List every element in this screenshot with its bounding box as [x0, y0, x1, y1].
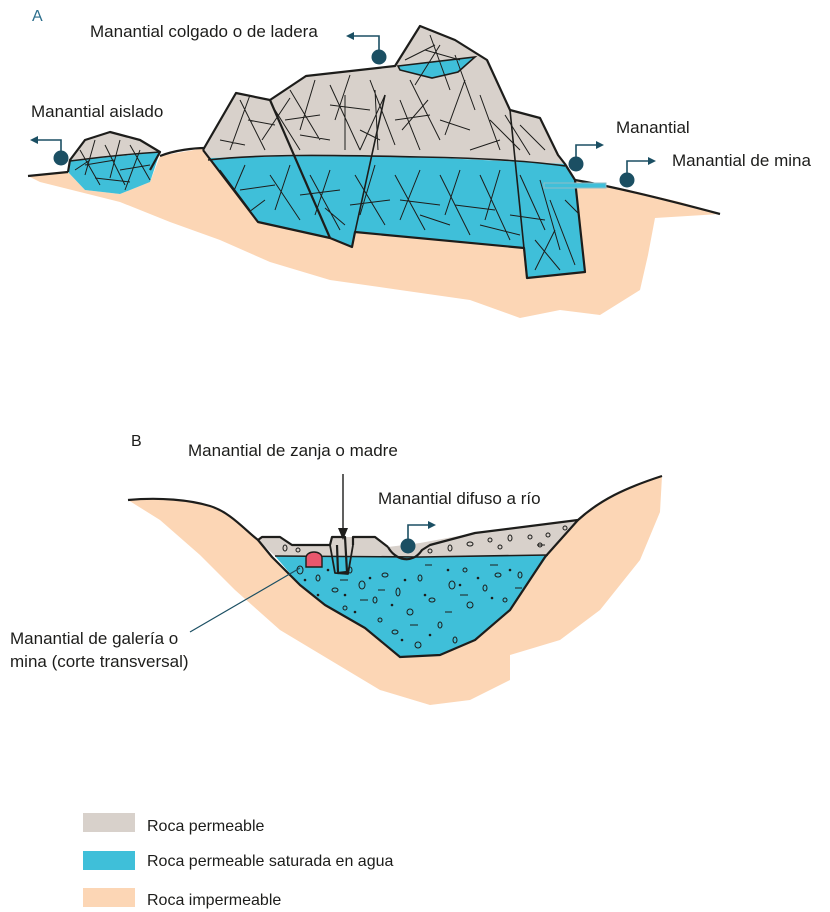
- panel-b: B: [10, 433, 662, 705]
- legend-label-saturated: Roca permeable saturada en agua: [147, 853, 393, 870]
- label-spring: Manantial: [616, 118, 690, 137]
- panel-b-letter: B: [131, 433, 142, 450]
- legend-label-permeable: Roca permeable: [147, 818, 265, 835]
- label-gallery-spring-line2: mina (corte transversal): [10, 652, 189, 671]
- legend-label-impermeable: Roca impermeable: [147, 892, 281, 909]
- spring-marker-fault: [569, 141, 605, 172]
- legend: Roca permeable Roca permeable saturada e…: [83, 813, 393, 909]
- panel-a: A: [28, 8, 811, 318]
- mine-gallery-a: [544, 183, 606, 188]
- gallery-cross-section: [306, 552, 322, 567]
- spring-marker-hanging: [346, 32, 387, 65]
- legend-item-permeable: Roca permeable: [83, 813, 265, 835]
- spring-marker-mine: [620, 157, 657, 188]
- trench-spring-pointer: [338, 474, 348, 540]
- legend-item-impermeable: Roca impermeable: [83, 888, 281, 909]
- spring-marker-isolated: [30, 136, 69, 166]
- label-mine-spring: Manantial de mina: [672, 151, 811, 170]
- legend-swatch-impermeable: [83, 888, 135, 907]
- label-hanging-spring: Manantial colgado o de ladera: [90, 22, 318, 41]
- label-gallery-spring-line1: Manantial de galería o: [10, 629, 178, 648]
- legend-swatch-permeable: [83, 813, 135, 832]
- label-trench-spring: Manantial de zanja o madre: [188, 441, 398, 460]
- label-diffuse-spring: Manantial difuso a río: [378, 489, 541, 508]
- panel-a-letter: A: [32, 8, 43, 25]
- legend-item-saturated: Roca permeable saturada en agua: [83, 851, 393, 870]
- permeable-rock-a: [203, 26, 565, 164]
- label-isolated-spring: Manantial aislado: [31, 102, 163, 121]
- legend-swatch-saturated: [83, 851, 135, 870]
